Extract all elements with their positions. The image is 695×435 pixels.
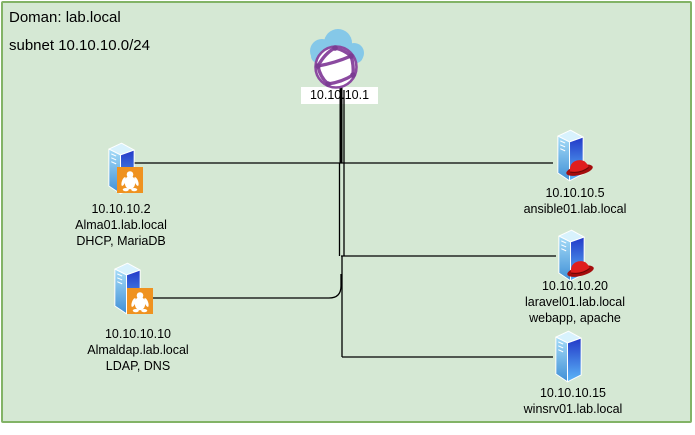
- node-hostname: winsrv01.lab.local: [523, 402, 623, 416]
- node-ip: 10.10.10.2: [91, 202, 151, 216]
- node-services: webapp, apache: [529, 311, 621, 325]
- internet-ip-label: 10.10.10.1: [301, 87, 378, 104]
- node-ip: 10.10.10.20: [541, 279, 609, 293]
- redhat-fedora-icon: [564, 157, 594, 178]
- globe-icon: [314, 45, 358, 89]
- node-ip: 10.10.10.5: [545, 186, 605, 200]
- internet-cloud-globe-icon: [310, 29, 364, 89]
- subnet-label: subnet 10.10.10.0/24: [9, 37, 150, 54]
- node-label-laravel01: 10.10.10.20 laravel01.lab.local webapp, …: [487, 278, 663, 326]
- domain-label: Doman: lab.local: [9, 9, 121, 26]
- node-label-alma01: 10.10.10.2 Alma01.lab.local DHCP, MariaD…: [33, 201, 209, 249]
- linux-tux-icon: [127, 288, 153, 314]
- node-hostname: ansible01.lab.local: [523, 202, 627, 216]
- node-label-almaldap: 10.10.10.10 Almaldap.lab.local LDAP, DNS: [50, 326, 226, 374]
- server-tower-icon-winsrv01: [555, 330, 582, 383]
- node-services: DHCP, MariaDB: [76, 234, 166, 248]
- node-hostname: laravel01.lab.local: [524, 295, 626, 309]
- linux-tux-icon: [117, 167, 143, 193]
- node-hostname: Alma01.lab.local: [75, 218, 167, 232]
- node-ip: 10.10.10.10: [104, 327, 172, 341]
- node-ip: 10.10.10.15: [539, 386, 607, 400]
- node-label-winsrv01: 10.10.10.15 winsrv01.lab.local: [485, 385, 661, 417]
- node-services: LDAP, DNS: [105, 359, 171, 373]
- node-label-ansible01: 10.10.10.5 ansible01.lab.local: [487, 185, 663, 217]
- node-hostname: Almaldap.lab.local: [87, 343, 189, 357]
- redhat-fedora-icon: [565, 258, 595, 279]
